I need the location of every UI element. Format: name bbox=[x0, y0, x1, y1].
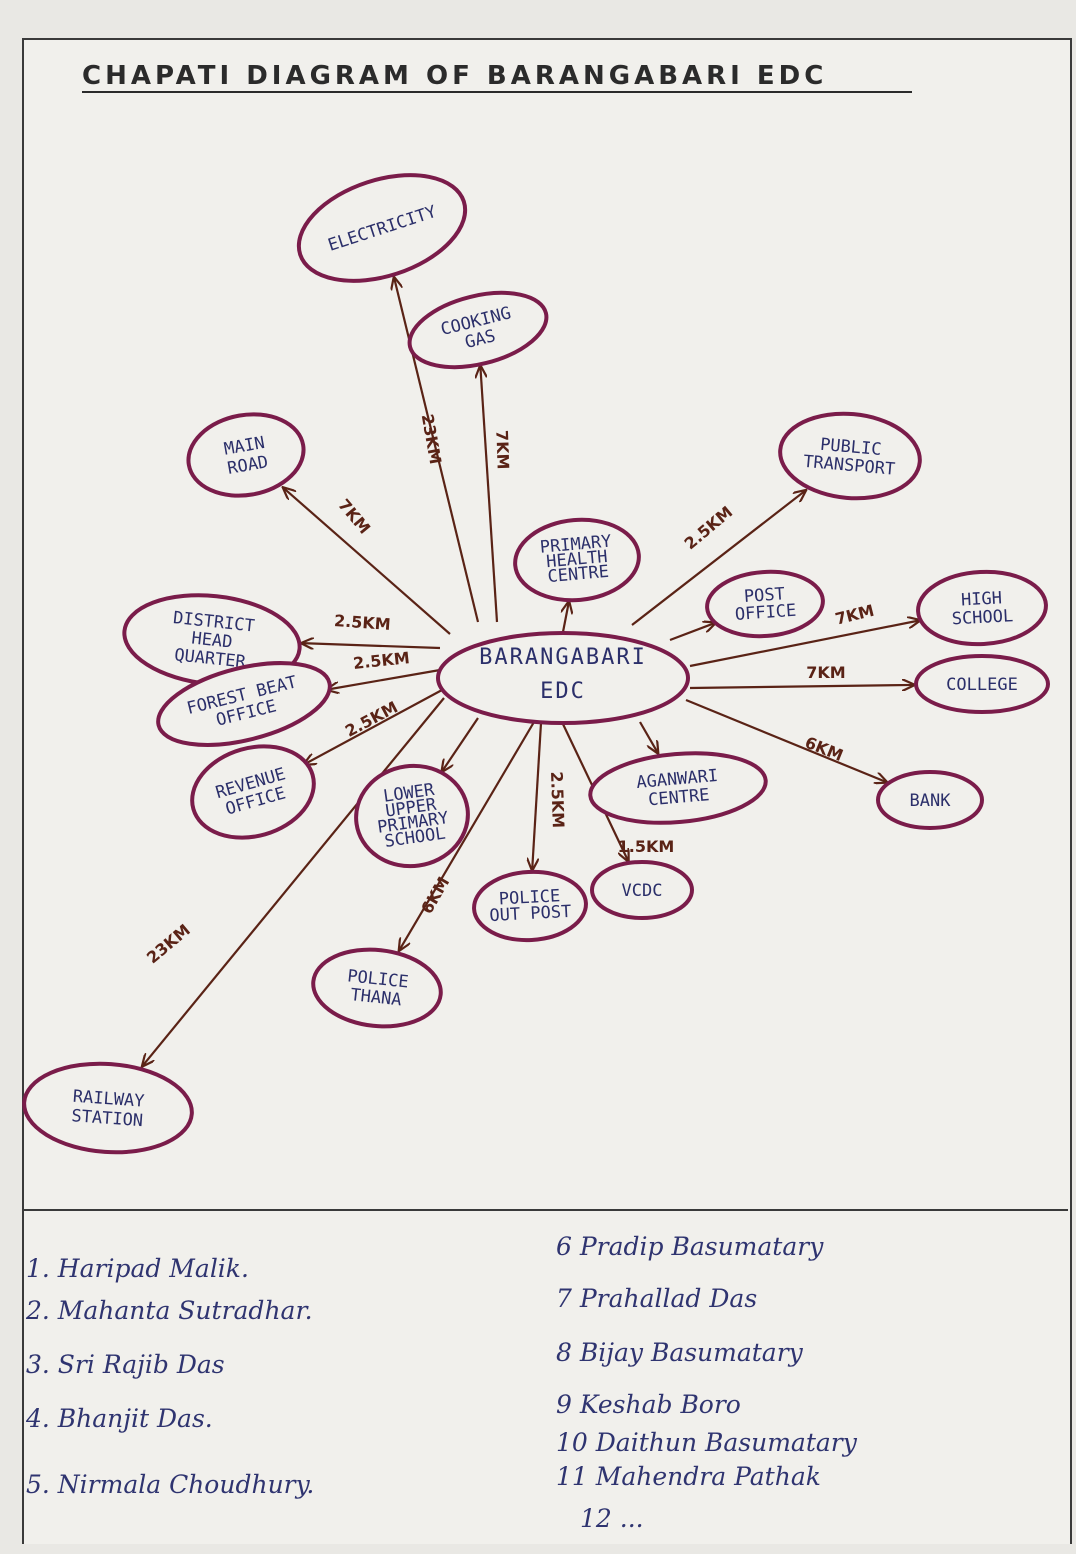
node-label-district-head-quarter: HEAD bbox=[191, 629, 234, 653]
node-ellipse-public-transport bbox=[778, 411, 922, 501]
node-ellipse-revenue-office bbox=[190, 744, 316, 840]
node-label-post-office: OFFICE bbox=[734, 601, 797, 625]
member-10: 10 Daithun Basumatary bbox=[556, 1428, 857, 1457]
node-ellipse-bank bbox=[876, 770, 984, 830]
node-electricity: ELECTRICITY bbox=[296, 173, 468, 283]
distance-label-electricity: 23KM bbox=[418, 412, 445, 465]
edge-district-head-quarter bbox=[302, 643, 441, 648]
edge-railway-station bbox=[142, 697, 445, 1066]
node-college: COLLEGE bbox=[914, 654, 1050, 714]
distance-label-district-head-quarter: 2.5KM bbox=[333, 611, 391, 634]
center-label-line-2: EDC bbox=[540, 679, 586, 704]
member-4: 4. Bhanjit Das. bbox=[26, 1404, 213, 1433]
distance-label-forest-beat-office: 2.5KM bbox=[352, 648, 410, 673]
edge-high-school bbox=[689, 620, 920, 668]
node-label-railway-station: STATION bbox=[71, 1106, 144, 1131]
node-label-high-school: HIGH bbox=[961, 588, 1003, 610]
center-label-line-1: BARANGABARI bbox=[479, 645, 647, 670]
edge-lower-upper-primary-school bbox=[442, 717, 479, 771]
node-ellipse-college bbox=[914, 654, 1050, 714]
distance-label-public-transport: 2.5KM bbox=[681, 502, 737, 553]
member-7: 7 Prahallad Das bbox=[556, 1284, 758, 1313]
distance-label-college: 7KM bbox=[806, 663, 845, 682]
node-ellipse-police-out-post bbox=[472, 869, 588, 943]
distance-label-police-thana: 6KM bbox=[417, 873, 453, 917]
distance-label-revenue-office: 2.5KM bbox=[342, 697, 401, 740]
edge-college bbox=[689, 685, 914, 688]
node-ellipse-cooking-gas bbox=[407, 290, 549, 370]
node-ellipse-police-thana bbox=[311, 947, 443, 1029]
node-label-vcdc: VCDC bbox=[622, 881, 663, 901]
member-6: 6 Pradip Basumatary bbox=[556, 1232, 824, 1261]
member-1: 1. Haripad Malik. bbox=[26, 1254, 249, 1283]
center-node: BARANGABARI EDC bbox=[436, 631, 690, 725]
node-bank: BANK bbox=[876, 770, 984, 830]
member-2: 2. Mahanta Sutradhar. bbox=[26, 1296, 313, 1325]
node-ellipse-post-office bbox=[705, 569, 825, 639]
member-8: 8 Bijay Basumatary bbox=[556, 1338, 803, 1367]
node-ellipse-aganwari-centre bbox=[588, 751, 768, 825]
node-label-police-out-post: OUT POST bbox=[489, 902, 572, 926]
node-ellipse-primary-health-centre bbox=[513, 517, 641, 603]
node-ellipse-vcdc bbox=[590, 860, 694, 920]
member-9: 9 Keshab Boro bbox=[556, 1390, 741, 1419]
edge-aganwari-centre bbox=[639, 721, 658, 753]
edge-main-road bbox=[283, 488, 451, 635]
node-ellipse-high-school bbox=[916, 569, 1048, 647]
member-3: 3. Sri Rajib Das bbox=[26, 1350, 225, 1379]
edge-electricity bbox=[394, 278, 480, 623]
edge-post-office bbox=[669, 623, 715, 642]
distance-label-high-school: 7KM bbox=[833, 601, 876, 629]
distance-label-railway-station: 23KM bbox=[143, 920, 194, 967]
member-5: 5. Nirmala Choudhury. bbox=[26, 1470, 315, 1499]
node-label-police-out-post: POLICE bbox=[498, 886, 560, 909]
distance-label-police-out-post: 2.5KM bbox=[547, 771, 568, 828]
edge-forest-beat-office bbox=[327, 668, 441, 690]
node-ellipse-electricity bbox=[296, 173, 468, 283]
distance-label-vcdc: 1.5KM bbox=[618, 837, 675, 856]
node-label-high-school: SCHOOL bbox=[951, 606, 1013, 629]
edge-police-out-post bbox=[532, 722, 543, 870]
distance-label-bank: 6KM bbox=[802, 733, 846, 765]
node-label-college: COLLEGE bbox=[946, 675, 1018, 695]
node-ellipse-lower-upper-primary-school bbox=[354, 763, 470, 869]
edge-public-transport bbox=[631, 490, 806, 626]
diagram-title: CHAPATI DIAGRAM OF BARANGABARI EDC bbox=[82, 61, 827, 91]
edge-cooking-gas bbox=[480, 366, 499, 623]
node-label-railway-station: RAILWAY bbox=[72, 1087, 145, 1112]
edge-revenue-office bbox=[304, 689, 443, 764]
center-ellipse bbox=[436, 631, 690, 725]
member-11: 11 Mahendra Pathak bbox=[556, 1462, 821, 1491]
node-vcdc: VCDC bbox=[590, 860, 694, 920]
edge-police-thana bbox=[399, 721, 535, 950]
node-label-post-office: POST bbox=[743, 584, 785, 607]
node-ellipse-railway-station bbox=[22, 1061, 194, 1155]
node-ellipse-forest-beat-office bbox=[156, 661, 332, 747]
distance-label-main-road: 7KM bbox=[334, 495, 374, 537]
member-12: 12 ... bbox=[580, 1504, 644, 1533]
edge-bank bbox=[685, 698, 887, 782]
edge-primary-health-centre bbox=[563, 602, 569, 633]
node-ellipse-main-road bbox=[186, 412, 306, 498]
distance-label-cooking-gas: 7KM bbox=[492, 430, 512, 470]
node-label-bank: BANK bbox=[910, 791, 952, 811]
